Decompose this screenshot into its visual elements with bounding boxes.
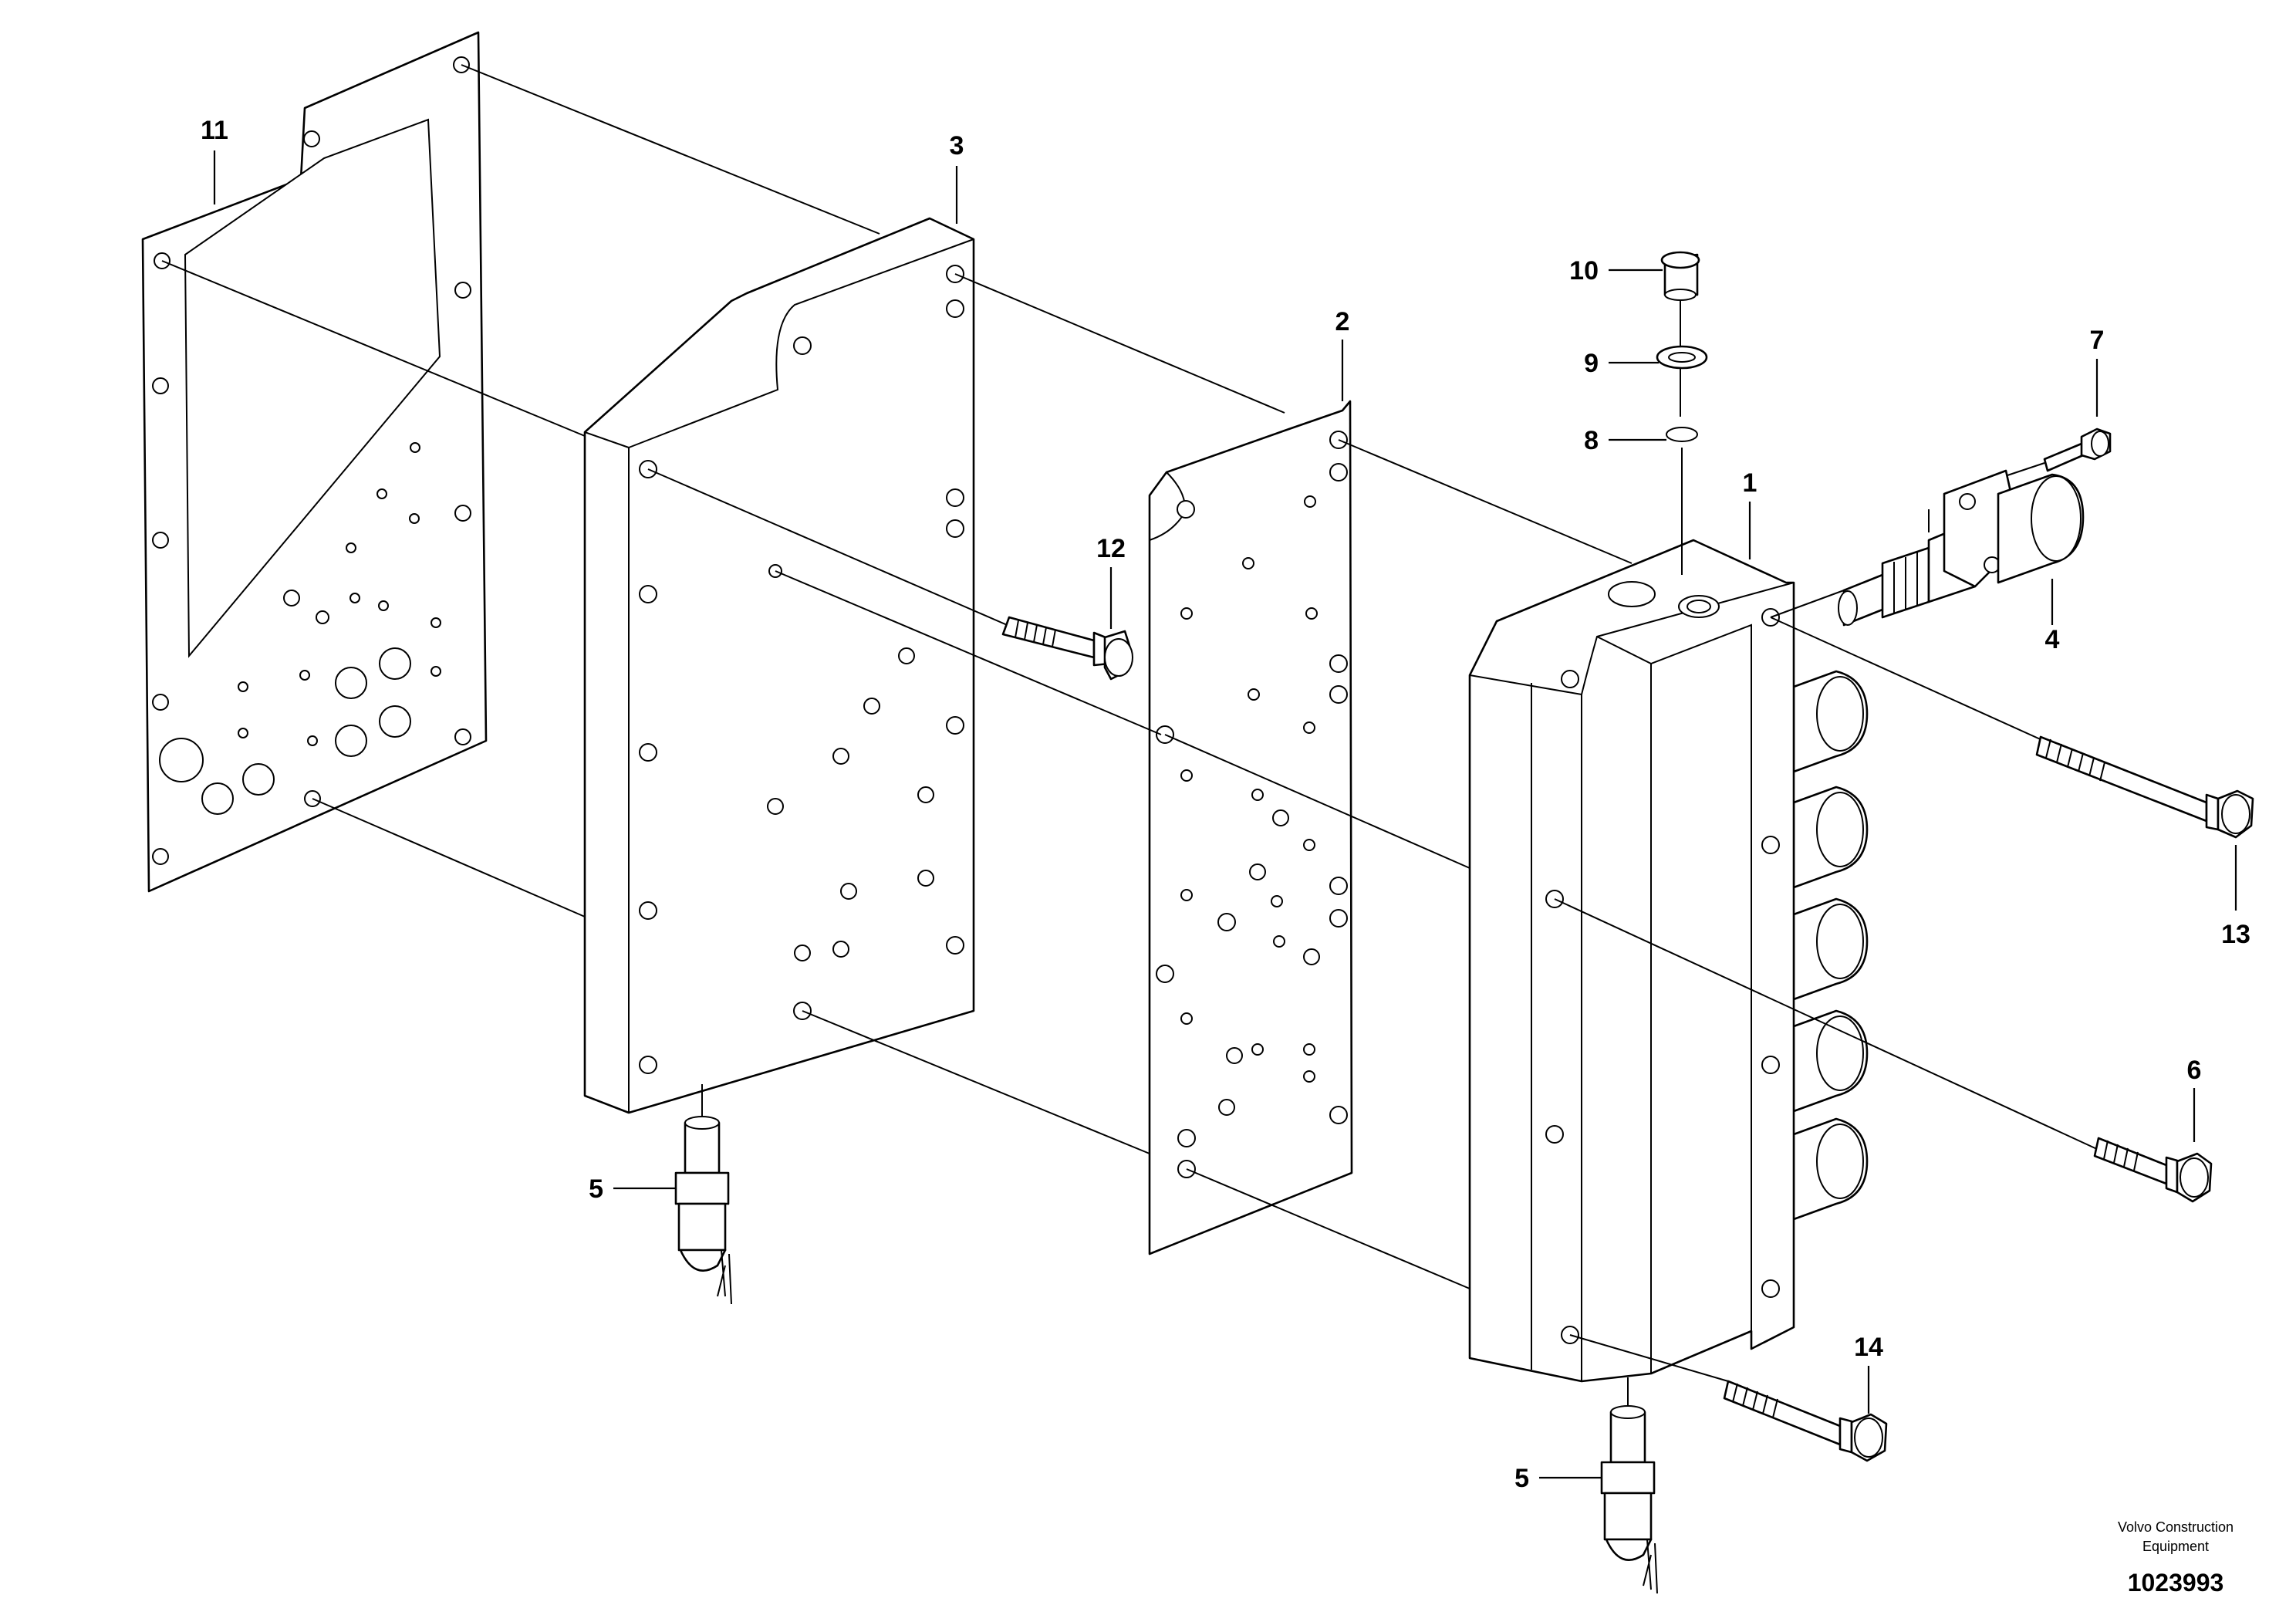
drawing-number: 1023993 bbox=[2128, 1569, 2224, 1597]
callout-1: 1 bbox=[1743, 468, 1757, 498]
callout-leaders bbox=[213, 150, 2237, 1479]
bolt-part-6 bbox=[2093, 1137, 2213, 1203]
gasket-part-2 bbox=[1148, 400, 1353, 1255]
washer-part-9 bbox=[1656, 345, 1708, 370]
test-coupling-part-5-left bbox=[674, 1116, 732, 1305]
solenoid-valve-part-4 bbox=[1838, 469, 2085, 627]
valve-block-part-1 bbox=[1468, 539, 1869, 1383]
callout-9: 9 bbox=[1584, 349, 1599, 378]
callout-4: 4 bbox=[2045, 625, 2060, 654]
alignment-lines bbox=[161, 64, 2099, 1412]
bolt-part-14 bbox=[1723, 1380, 1888, 1462]
bolt-part-12 bbox=[1001, 616, 1133, 681]
callout-13: 13 bbox=[2221, 920, 2250, 949]
drawing-footer: Volvo Construction Equipment 1023993 bbox=[2118, 1519, 2234, 1597]
callout-3: 3 bbox=[950, 131, 964, 161]
plate-part-3 bbox=[583, 217, 975, 1114]
callout-labels: 11 3 2 1 4 7 8 9 10 12 13 6 14 5 5 bbox=[201, 116, 2250, 1493]
callout-10: 10 bbox=[1569, 256, 1599, 286]
o-ring-part-8 bbox=[1666, 427, 1698, 442]
solenoid-barrels bbox=[1792, 670, 1869, 1221]
screw-part-7 bbox=[1974, 427, 2112, 487]
callout-2: 2 bbox=[1335, 307, 1350, 336]
credit-line-1: Volvo Construction bbox=[2118, 1519, 2234, 1535]
callout-5-left: 5 bbox=[589, 1174, 603, 1204]
callout-5-right: 5 bbox=[1514, 1464, 1529, 1493]
credit-line-2: Equipment bbox=[2142, 1539, 2209, 1554]
test-coupling-part-5-right bbox=[1600, 1405, 1658, 1594]
callout-7: 7 bbox=[2090, 326, 2105, 355]
callout-11: 11 bbox=[201, 116, 228, 145]
plug-part-10 bbox=[1660, 251, 1700, 301]
callout-12: 12 bbox=[1096, 534, 1126, 563]
callout-14: 14 bbox=[1854, 1333, 1883, 1362]
callout-8: 8 bbox=[1584, 426, 1599, 455]
gasket-part-11 bbox=[141, 31, 488, 893]
bolt-part-13 bbox=[2035, 735, 2254, 839]
callout-6: 6 bbox=[2187, 1056, 2202, 1085]
